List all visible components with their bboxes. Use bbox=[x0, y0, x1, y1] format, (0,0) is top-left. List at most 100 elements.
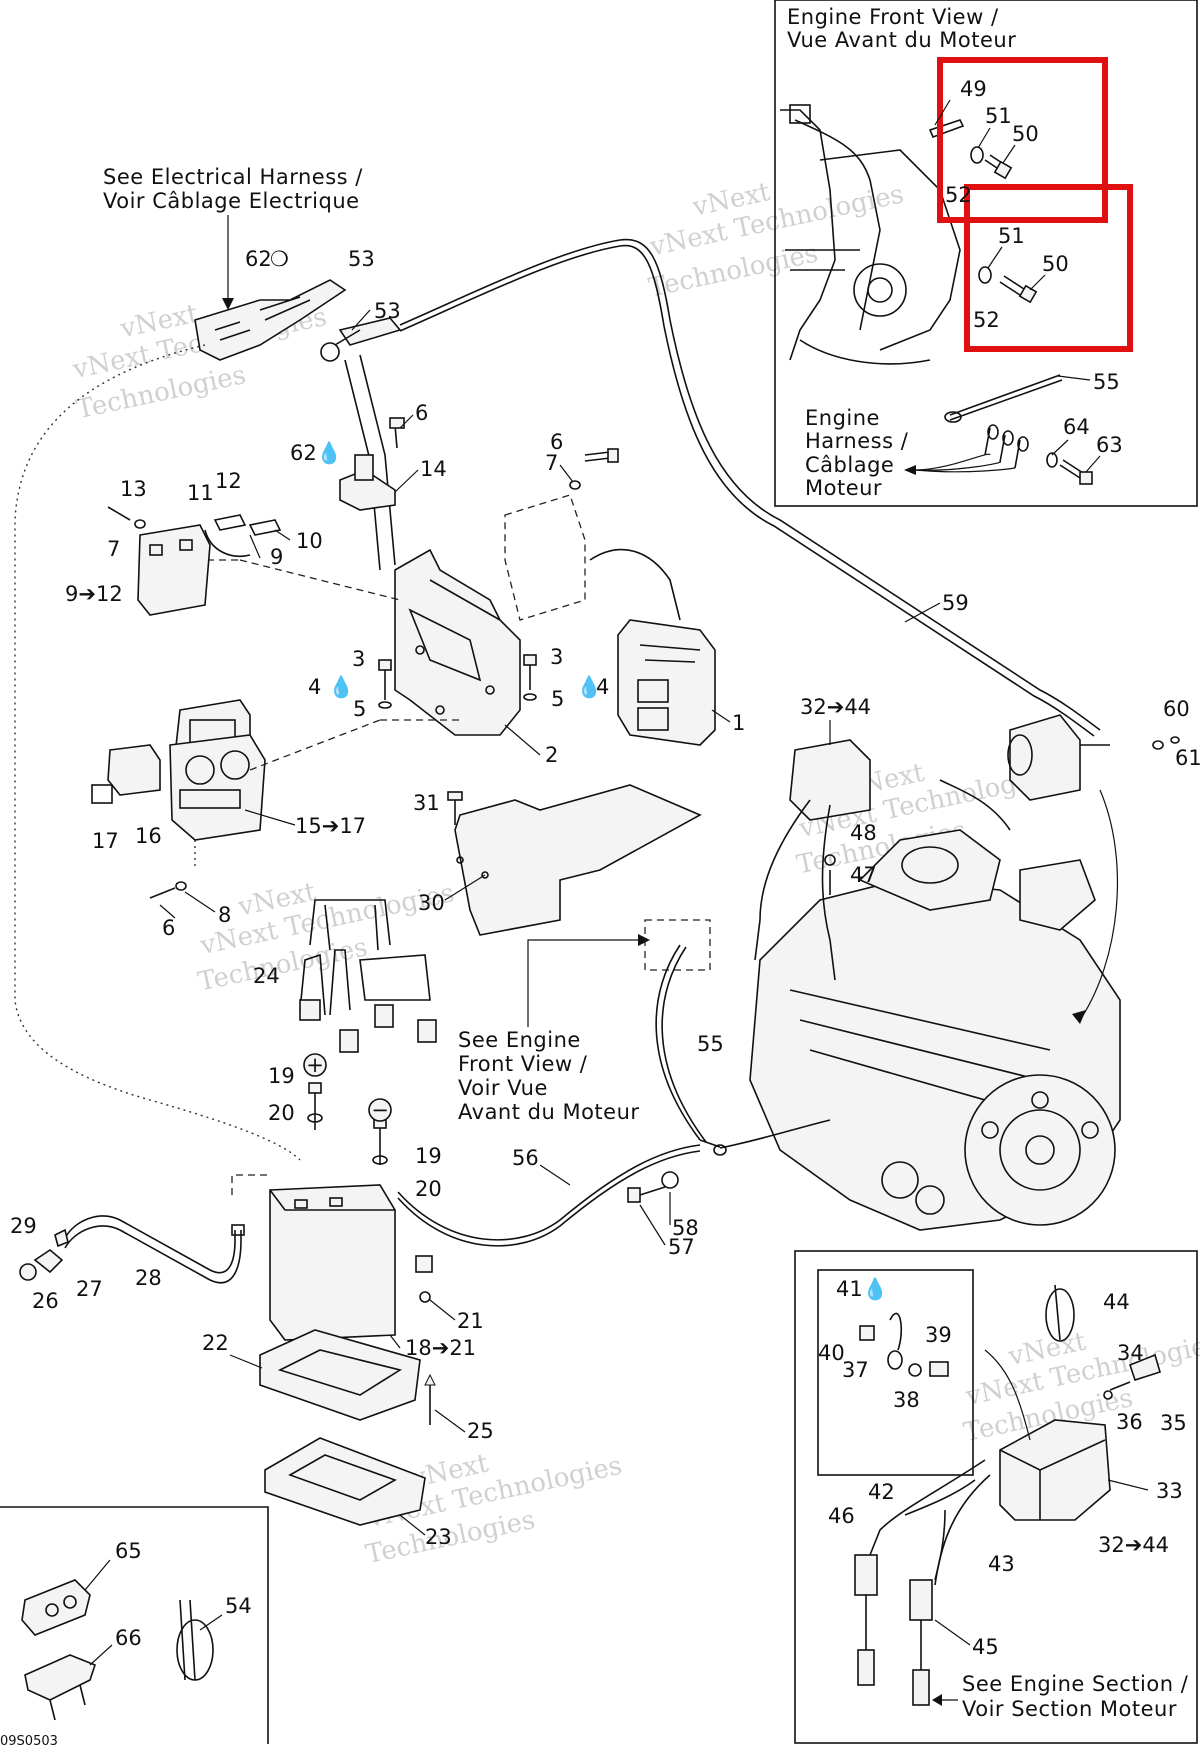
washer-20 bbox=[307, 1113, 323, 1123]
inset-frame bbox=[794, 1250, 1198, 1744]
bolt-63 bbox=[1059, 459, 1084, 479]
harness-cable-dotted bbox=[14, 344, 301, 1161]
vent-tube-group: 29 28 26 27 bbox=[10, 1214, 245, 1313]
bolt-57 bbox=[639, 1186, 666, 1196]
callout-20: 20 bbox=[415, 1177, 442, 1201]
callout-3: 3 bbox=[352, 647, 365, 671]
callout-56: 56 bbox=[512, 1146, 539, 1170]
mounting-plate-group: 6 7 3 3 4 💧 💧 4 5 5 2 bbox=[195, 430, 619, 767]
plus-symbol: + bbox=[306, 1053, 324, 1077]
callout-51: 51 bbox=[998, 224, 1025, 248]
drop-icon: 💧 bbox=[328, 674, 354, 699]
clip-29 bbox=[54, 1228, 69, 1248]
callout-24: 24 bbox=[253, 964, 280, 988]
ecm-group: 1 bbox=[589, 548, 745, 746]
washer-64 bbox=[1046, 452, 1058, 468]
callout-44: 44 bbox=[1103, 1290, 1130, 1314]
callout-50: 50 bbox=[1012, 122, 1039, 146]
carburetor bbox=[1019, 859, 1096, 931]
callout-49: 49 bbox=[960, 77, 987, 101]
spark-cap bbox=[854, 1554, 878, 1596]
fusebox-group: 17 16 15➔17 6 8 bbox=[91, 699, 460, 940]
spark-cap bbox=[909, 1579, 933, 1621]
ecm-module-1 bbox=[617, 619, 716, 746]
nut-21 bbox=[415, 1255, 433, 1273]
callout-48: 48 bbox=[850, 821, 877, 845]
bolt-50 bbox=[999, 275, 1025, 296]
relay-bracket-group: 6 62 💧 14 bbox=[290, 354, 447, 571]
straps-group: 24 bbox=[253, 899, 437, 1053]
cable-59 bbox=[399, 238, 1101, 731]
callout-38: 38 bbox=[893, 1388, 920, 1412]
callout-30: 30 bbox=[418, 891, 445, 915]
battery-tray-group: 22 25 23 bbox=[202, 1329, 494, 1549]
callout-32-to-44: 32➔44 bbox=[800, 695, 871, 719]
caption-engine-harness: Engine bbox=[805, 406, 880, 430]
callout-7: 7 bbox=[545, 451, 558, 475]
bolt-head-50 bbox=[993, 160, 1013, 180]
washer-7 bbox=[569, 480, 581, 490]
washer-5 bbox=[523, 693, 537, 701]
callout-33: 33 bbox=[1156, 1479, 1183, 1503]
bolt-6 bbox=[149, 887, 176, 899]
callout-43: 43 bbox=[988, 1552, 1015, 1576]
fuse-holder-16 bbox=[107, 744, 161, 796]
flywheel bbox=[964, 1074, 1116, 1226]
callout-37: 37 bbox=[842, 1358, 869, 1382]
battery-base-23 bbox=[264, 1437, 426, 1526]
callout-53: 53 bbox=[374, 299, 401, 323]
minus-symbol: − bbox=[371, 1098, 389, 1122]
drop-icon: ❍ bbox=[270, 247, 289, 271]
callout-63: 63 bbox=[1096, 433, 1123, 457]
callout-35: 35 bbox=[1160, 1411, 1187, 1435]
callout-5: 5 bbox=[551, 687, 564, 711]
callout-5: 5 bbox=[353, 697, 366, 721]
exhaust bbox=[939, 779, 1011, 831]
callout-40: 40 bbox=[818, 1341, 845, 1365]
washer-8 bbox=[175, 881, 187, 891]
harness-leads bbox=[984, 427, 1021, 469]
caption-see-engine-front-view: Avant du Moteur bbox=[458, 1100, 640, 1124]
caption-see-engine-section: Voir Section Moteur bbox=[962, 1697, 1177, 1721]
washer-36 bbox=[1103, 1390, 1113, 1400]
cable-55 bbox=[655, 944, 707, 1143]
spark-plug-45 bbox=[912, 1669, 930, 1706]
cable-56 bbox=[397, 1144, 701, 1241]
bracket-49 bbox=[928, 119, 965, 139]
callout-61: 61 bbox=[1175, 746, 1200, 770]
caption-electrical-harness: Voir Câblage Electrique bbox=[103, 189, 360, 213]
washer-5 bbox=[378, 701, 392, 709]
caption-see-engine-front-view: See Engine bbox=[458, 1028, 581, 1052]
caption-electrical-harness: See Electrical Harness / bbox=[103, 165, 363, 189]
drop-icon: 💧 bbox=[316, 440, 342, 465]
fuse-label-17 bbox=[91, 784, 113, 804]
drawing-code: 09S0503 bbox=[0, 1734, 58, 1749]
callout-4: 4 bbox=[308, 675, 321, 699]
callout-55: 55 bbox=[697, 1032, 724, 1056]
callout-16: 16 bbox=[135, 824, 162, 848]
callout-3: 3 bbox=[550, 645, 563, 669]
callout-28: 28 bbox=[135, 1266, 162, 1290]
callout-26: 26 bbox=[32, 1289, 59, 1313]
callout-32-to-44: 32➔44 bbox=[1098, 1533, 1169, 1557]
callout-45: 45 bbox=[972, 1635, 999, 1659]
battery-tray-22 bbox=[259, 1329, 421, 1421]
callout-34: 34 bbox=[1117, 1341, 1144, 1365]
fitting-27 bbox=[33, 1249, 64, 1274]
inset-clips: 65 54 66 bbox=[0, 1506, 269, 1744]
washer-7 bbox=[134, 519, 146, 529]
electrical-harness-group: See Electrical Harness / Voir Câblage El… bbox=[14, 165, 1101, 1161]
callout-42: 42 bbox=[868, 1480, 895, 1504]
plus-icon bbox=[303, 1053, 327, 1077]
engine-head bbox=[858, 829, 1001, 911]
regulator bbox=[137, 524, 211, 616]
battery-group: + − 19 20 19 20 21 18➔21 bbox=[231, 1053, 484, 1360]
starter-motor bbox=[1009, 714, 1081, 801]
callout-10: 10 bbox=[296, 529, 323, 553]
callout-19: 19 bbox=[268, 1064, 295, 1088]
callout-39: 39 bbox=[925, 1323, 952, 1347]
callout-21: 21 bbox=[457, 1309, 484, 1333]
plate-30 bbox=[454, 784, 702, 936]
washer-39 bbox=[908, 1363, 922, 1377]
callout-6: 6 bbox=[162, 916, 175, 940]
